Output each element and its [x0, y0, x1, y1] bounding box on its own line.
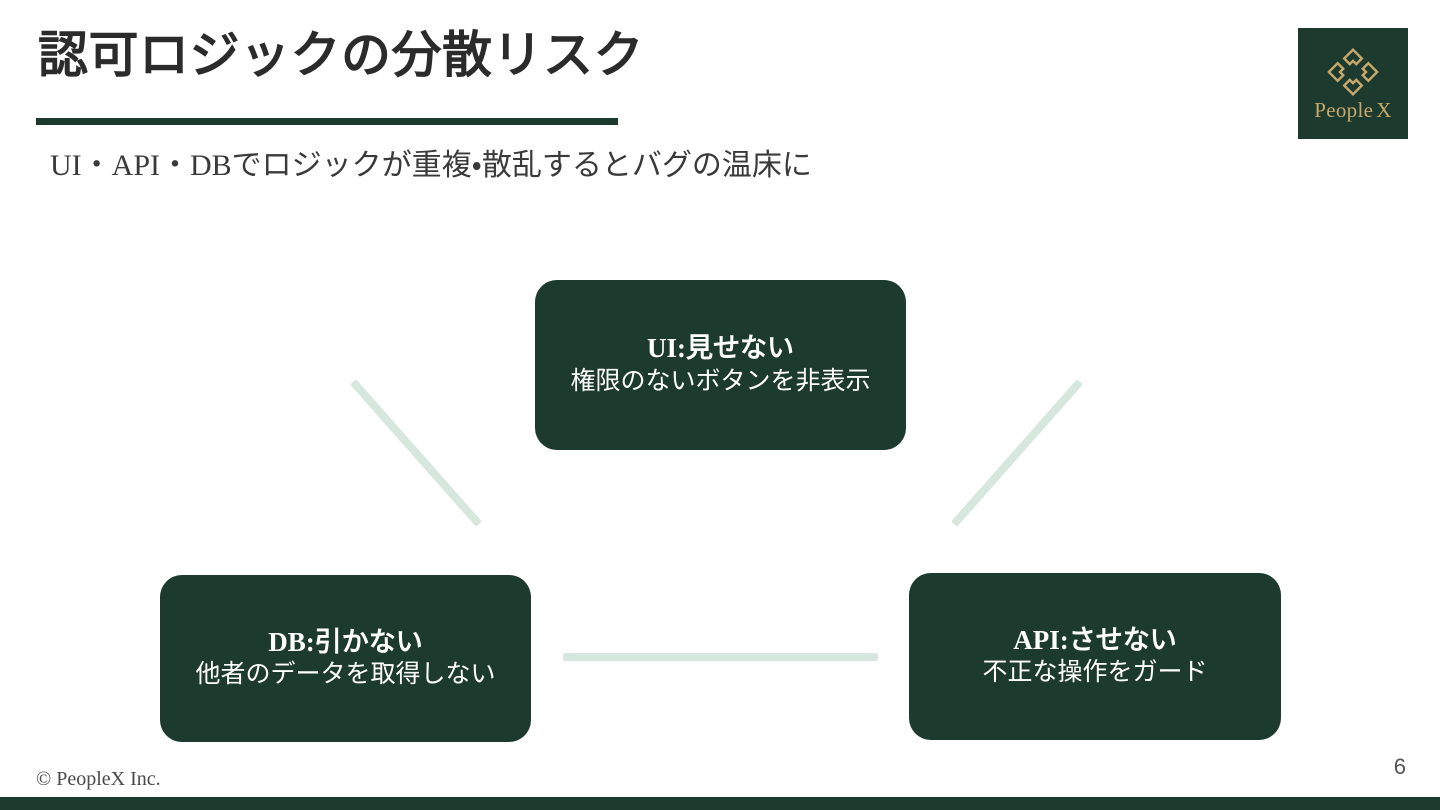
node-api[interactable]: API:させない 不正な操作をガード	[909, 573, 1281, 740]
node-ui-description: 権限のないボタンを非表示	[570, 367, 871, 395]
page-number: 6	[1393, 754, 1406, 779]
page-title: 認可ロジックの分散リスク	[38, 27, 644, 83]
footer-accent-bar	[0, 797, 1440, 810]
node-ui-title: UI:見せない	[647, 333, 794, 364]
connector-ui-to-api	[951, 379, 1083, 527]
copyright-notice: © PeopleX Inc.	[36, 768, 161, 790]
node-api-title: API:させない	[1013, 624, 1177, 655]
connector-ui-to-db	[350, 379, 482, 527]
node-db[interactable]: DB:引かない 他者のデータを取得しない	[160, 575, 531, 742]
logo-word-people: People	[1314, 98, 1374, 122]
connector-db-to-api	[563, 653, 878, 661]
node-ui[interactable]: UI:見せない 権限のないボタンを非表示	[535, 280, 906, 450]
node-api-description: 不正な操作をガード	[982, 659, 1208, 687]
page-subtitle: UI・API・DBでロジックが重複・散乱するとバグの温床に	[50, 149, 812, 182]
node-db-description: 他者のデータを取得しない	[195, 661, 496, 689]
node-db-title: DB:引かない	[268, 626, 423, 657]
title-underline-rule	[36, 118, 618, 125]
logo-word-x: X	[1376, 98, 1392, 122]
four-diamond-mark-icon	[1327, 48, 1379, 96]
